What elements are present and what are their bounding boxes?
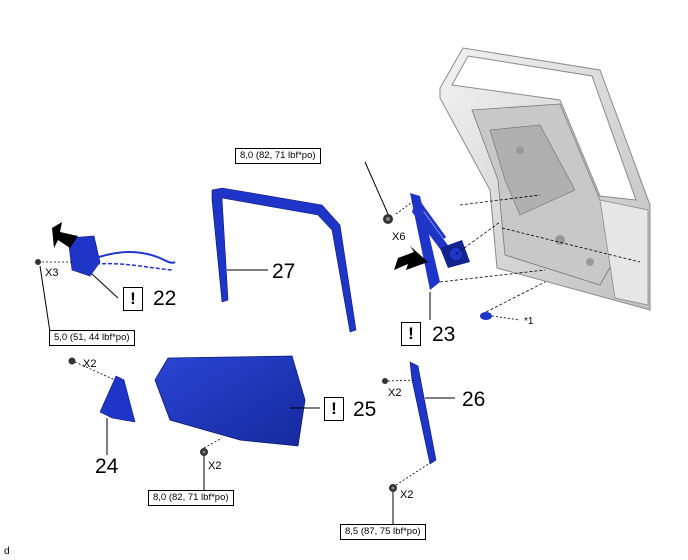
window-frame-channel-part bbox=[211, 187, 357, 333]
arrow-indicator-right bbox=[394, 246, 428, 270]
quantity-x3: X3 bbox=[45, 267, 59, 279]
door-lock-part bbox=[67, 235, 176, 277]
screw-icon bbox=[35, 259, 41, 265]
window-regulator-part bbox=[410, 193, 470, 290]
note-reference: *1 bbox=[524, 316, 534, 327]
quantity-x2-channel-top: X2 bbox=[388, 387, 402, 399]
warning-icon: ! bbox=[123, 287, 143, 311]
screw-icon bbox=[68, 357, 76, 365]
bolt-icon bbox=[200, 448, 208, 456]
warning-icon: ! bbox=[401, 322, 421, 346]
part-number-25: 25 bbox=[353, 398, 377, 421]
corner-letter: d bbox=[4, 546, 10, 557]
bolt-icon bbox=[389, 484, 397, 492]
rear-run-channel-part bbox=[409, 361, 437, 465]
torque-spec-bottom-right: 8,5 (87, 75 lbf*po) bbox=[340, 524, 426, 540]
part-number-23: 23 bbox=[432, 323, 456, 346]
plug-part bbox=[480, 312, 492, 320]
bolt-icon bbox=[383, 214, 393, 224]
door-glass-part bbox=[154, 355, 306, 447]
quantity-x2-channel-bottom: X2 bbox=[400, 489, 414, 501]
quantity-x6: X6 bbox=[392, 231, 406, 243]
part-number-22: 22 bbox=[153, 287, 177, 310]
quarter-glass-part bbox=[99, 375, 136, 423]
part-number-27: 27 bbox=[272, 260, 296, 283]
screw-icon bbox=[382, 378, 388, 384]
torque-spec-left: 5,0 (51, 44 lbf*po) bbox=[49, 330, 135, 346]
torque-spec-top-center: 8,0 (82, 71 lbf*po) bbox=[235, 148, 321, 164]
part-number-26: 26 bbox=[462, 388, 486, 411]
arrow-indicator-lock bbox=[52, 222, 78, 248]
quantity-x2-quarter: X2 bbox=[83, 358, 97, 370]
part-number-24: 24 bbox=[95, 455, 119, 478]
torque-spec-bottom-center: 8,0 (82, 71 lbf*po) bbox=[148, 490, 234, 506]
door-panel bbox=[439, 47, 651, 311]
quantity-x2-glass: X2 bbox=[208, 460, 222, 472]
warning-icon: ! bbox=[324, 397, 344, 421]
